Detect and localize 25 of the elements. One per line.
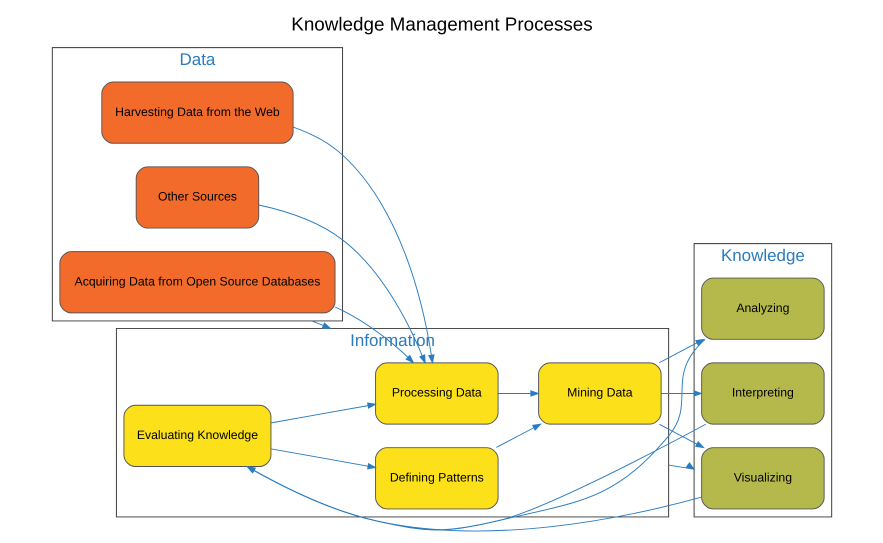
arrow xyxy=(246,338,706,530)
node-box: Analyzing xyxy=(700,278,824,340)
arrow xyxy=(658,338,704,364)
arrow xyxy=(270,402,376,424)
arrow xyxy=(310,320,332,330)
node-box: Acquiring Data from Open Source Databases xyxy=(58,251,335,314)
node-box: Mining Data xyxy=(538,362,662,425)
arrow xyxy=(246,466,702,532)
arrow xyxy=(497,390,540,397)
node-box: Evaluating Knowledge xyxy=(122,404,271,467)
node-box: Interpreting xyxy=(700,362,824,425)
node-box: Visualizing xyxy=(700,447,824,510)
arrow xyxy=(495,424,542,448)
arrow xyxy=(658,424,704,448)
arrow xyxy=(292,126,434,364)
arrow xyxy=(660,390,702,397)
node-box: Defining Patterns xyxy=(374,447,498,510)
arrow xyxy=(258,204,426,364)
arrow xyxy=(668,462,695,470)
node-box: Harvesting Data from the Web xyxy=(100,82,294,144)
node-box: Processing Data xyxy=(374,362,498,425)
node-box: Other Sources xyxy=(135,166,259,229)
arrow xyxy=(270,448,376,470)
diagram-title: Knowledge Management Processes xyxy=(290,14,592,35)
arrow xyxy=(246,424,706,530)
